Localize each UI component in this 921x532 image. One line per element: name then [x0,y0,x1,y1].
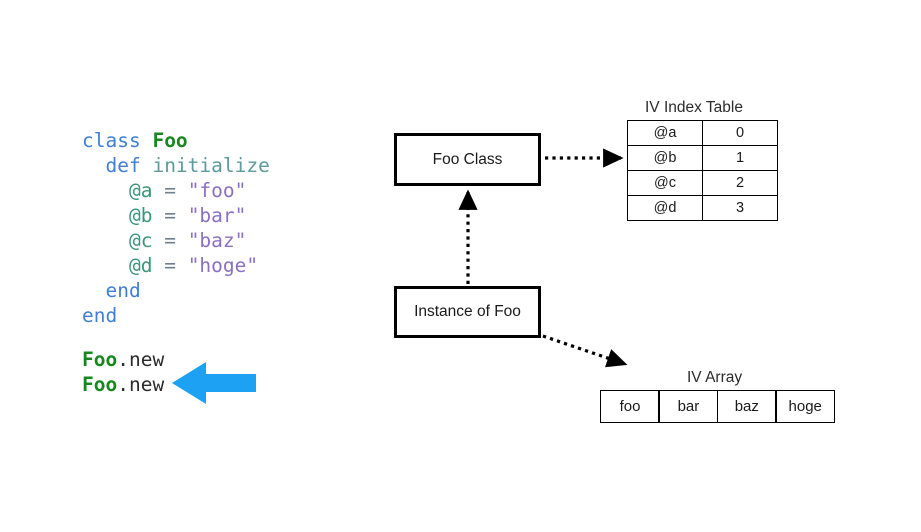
code-line-7: end [82,303,270,328]
code-token-kw: class [82,129,153,152]
code-token-op: = [152,254,188,277]
iv-array-cell: bar [658,390,719,423]
blue-left-arrow-icon [172,361,256,405]
iv-index-index-cell: 0 [702,120,778,146]
code-token-op: = [152,204,188,227]
code-token-str: "bar" [187,204,247,227]
iv-index-name-cell: @c [627,170,703,196]
code-line-6: end [82,278,270,303]
code-token-plain [82,179,129,202]
arrow-instance-to-ivarray [542,334,628,368]
code-token-classname: Foo [152,129,188,152]
iv-array-caption: IV Array [687,369,743,386]
iv-index-name-cell: @d [627,195,703,221]
code-token-classname: Foo [82,373,118,396]
iv-array-cell: foo [600,390,660,423]
code-token-str: "foo" [187,179,247,202]
code-token-plain: .new [117,348,165,371]
iv-index-index-cell: 2 [702,170,778,196]
code-token-plain [82,229,129,252]
code-line-0: class Foo [82,128,270,153]
code-token-ivar: @d [128,254,153,277]
code-token-op: = [152,179,188,202]
code-token-str: "hoge" [187,254,259,277]
code-line-5: @d = "hoge" [82,253,270,278]
code-line-4: @c = "baz" [82,228,270,253]
code-token-str: "baz" [187,229,247,252]
code-token-op: = [152,229,188,252]
foo-class-node: Foo Class [394,133,541,186]
code-line-3: @b = "bar" [82,203,270,228]
code-token-ivar: @b [128,204,153,227]
ruby-source-code: class Foo def initialize @a = "foo" @b =… [82,128,270,328]
blue-arrow-shape [172,362,256,404]
iv-index-name-cell: @b [627,145,703,171]
code-token-plain [82,204,129,227]
code-token-kw: def [105,154,153,177]
code-token-method: initialize [152,154,270,177]
code-token-kw: end [82,304,118,327]
iv-array-cell: baz [716,390,777,423]
code-line-1: def initialize [82,153,270,178]
code-token-plain [82,254,129,277]
iv-index-name-cell: @a [627,120,703,146]
iv-index-table-caption: IV Index Table [645,99,743,116]
code-token-ivar: @a [128,179,153,202]
code-token-kw: end [105,279,141,302]
code-line-2: @a = "foo" [82,178,270,203]
code-token-ivar: @c [128,229,153,252]
code-token-plain [82,154,105,177]
iv-index-index-cell: 3 [702,195,778,221]
code-token-plain: .new [117,373,165,396]
call-line-1: Foo.new [82,371,164,396]
iv-index-index-cell: 1 [702,145,778,171]
instance-of-foo-node: Instance of Foo [394,286,541,338]
code-token-classname: Foo [82,348,118,371]
call-line-0: Foo.new [82,346,164,371]
iv-array-cell: hoge [775,390,836,423]
code-token-plain [82,279,105,302]
